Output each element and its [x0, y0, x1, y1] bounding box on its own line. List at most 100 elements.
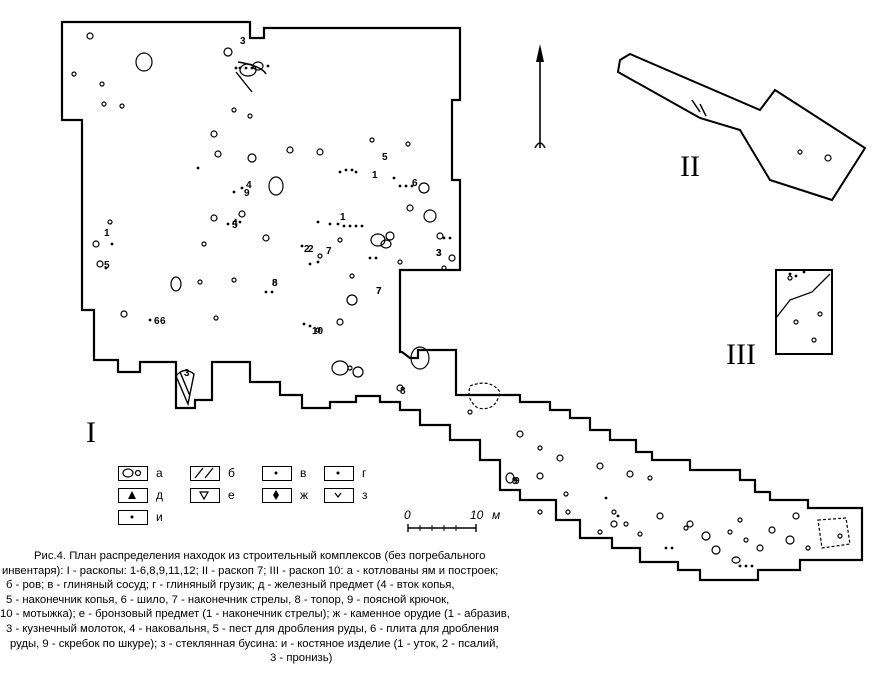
- find-marker: [250, 66, 254, 70]
- excavation-ii-outline: [616, 52, 867, 202]
- find-marker: [368, 256, 372, 260]
- pit-feature: [797, 149, 803, 155]
- find-marker: [670, 546, 674, 550]
- find-marker: [244, 66, 248, 70]
- find-marker: [360, 224, 364, 228]
- pit-feature: [99, 81, 105, 87]
- pit-outline-icon: [118, 465, 148, 481]
- label-excavation-ii: II: [680, 150, 700, 183]
- legend-item-zh: ж: [262, 486, 308, 504]
- find-marker: [264, 290, 268, 294]
- pit-feature: [370, 233, 386, 247]
- pit-feature: [817, 311, 823, 317]
- legend-letter-i: и: [156, 510, 163, 524]
- pit-feature: [71, 71, 77, 77]
- find-marker: [270, 290, 274, 294]
- pit-feature-dashed: [468, 382, 501, 410]
- find-marker: [308, 262, 312, 266]
- pit-feature: [792, 512, 800, 520]
- pit-feature: [119, 103, 125, 109]
- pit-feature: [787, 275, 793, 281]
- artifact-outline: [175, 369, 195, 407]
- find-marker: [338, 170, 342, 174]
- artifact-outline: [179, 371, 191, 397]
- pit-feature: [331, 360, 349, 376]
- find-marker: [744, 564, 748, 568]
- find-marker: [398, 184, 402, 188]
- caption-line: инвентаря): I - раскопы: 1-6,8,9,11,12; …: [2, 564, 499, 577]
- find-marker: [344, 168, 348, 172]
- pit-feature: [120, 310, 128, 318]
- pit-feature: [537, 445, 543, 451]
- find-marker: [442, 236, 446, 240]
- artifact-outline: [235, 71, 253, 93]
- find-marker: [232, 190, 236, 194]
- chevron-icon: [324, 487, 354, 503]
- pit-feature: [743, 537, 749, 543]
- pit-feature: [683, 525, 689, 531]
- caption-line: 3 - кузнечный молоток, 4 - наковальня, 5…: [6, 622, 499, 635]
- pit-feature: [210, 130, 218, 138]
- caption-line: Рис.4. План распределения находок из стр…: [34, 550, 486, 562]
- pit-feature: [611, 509, 617, 515]
- find-number-label: 4: [232, 218, 238, 229]
- find-number-label: 1: [372, 170, 378, 181]
- pit-feature: [737, 517, 743, 523]
- pit-feature: [317, 253, 323, 259]
- find-marker: [448, 236, 452, 240]
- scale-bar: [407, 524, 477, 532]
- find-marker: [266, 64, 270, 68]
- find-number-label: 6: [160, 316, 166, 327]
- find-marker: [750, 564, 754, 568]
- find-number-label: 1: [104, 228, 110, 239]
- find-number-label: 3: [436, 248, 442, 259]
- pit-feature: [316, 148, 324, 156]
- find-marker: [234, 66, 238, 70]
- excavation-i-outline: [60, 20, 864, 582]
- find-marker: [104, 266, 108, 270]
- pit-feature: [346, 294, 358, 306]
- pit-feature: [824, 154, 832, 162]
- legend-item-i: и: [118, 508, 163, 526]
- pit-feature: [101, 101, 107, 107]
- find-marker: [664, 546, 668, 550]
- pit-feature: [418, 182, 430, 194]
- find-marker: [238, 220, 242, 224]
- find-number-label: 6: [412, 178, 418, 189]
- find-number-label: 2: [304, 244, 310, 255]
- pit-feature: [647, 475, 653, 481]
- north-arrow: [534, 44, 546, 149]
- scale-unit: м: [492, 508, 501, 522]
- pit-feature: [711, 545, 721, 555]
- pit-feature: [756, 544, 764, 552]
- pit-feature: [262, 234, 270, 242]
- pit-feature: [231, 107, 237, 113]
- find-number-label: 7: [326, 246, 332, 257]
- pit-feature: [597, 529, 603, 535]
- find-marker: [354, 224, 358, 228]
- dot-icon: [262, 465, 292, 481]
- figure-caption: Рис.4. План распределения находок из стр…: [0, 549, 640, 666]
- triangle-open-icon: [190, 487, 220, 503]
- legend-letter-a: а: [156, 466, 163, 480]
- find-number-label: 3: [184, 368, 190, 379]
- find-marker: [392, 176, 396, 180]
- find-marker: [802, 270, 806, 274]
- find-marker: [316, 260, 320, 264]
- find-number-label: 10: [312, 326, 324, 337]
- caption-line: 5 - наконечник копья, 6 - шило, 7 - нако…: [6, 593, 450, 606]
- pit-feature: [170, 276, 182, 292]
- caption-line: б - ров; в - глиняный сосуд; г - глиняны…: [6, 579, 455, 592]
- pit-feature: [768, 526, 776, 534]
- pit-feature: [448, 254, 456, 262]
- excavation-ii-divider: [691, 99, 701, 113]
- legend-item-a: а: [118, 464, 163, 482]
- pit-feature: [380, 239, 392, 249]
- legend-item-g: г: [324, 464, 366, 482]
- pit-feature: [247, 113, 253, 119]
- find-marker: [788, 272, 792, 276]
- pit-feature: [238, 210, 246, 218]
- legend-letter-v: в: [300, 466, 307, 480]
- pit-feature: [197, 279, 203, 285]
